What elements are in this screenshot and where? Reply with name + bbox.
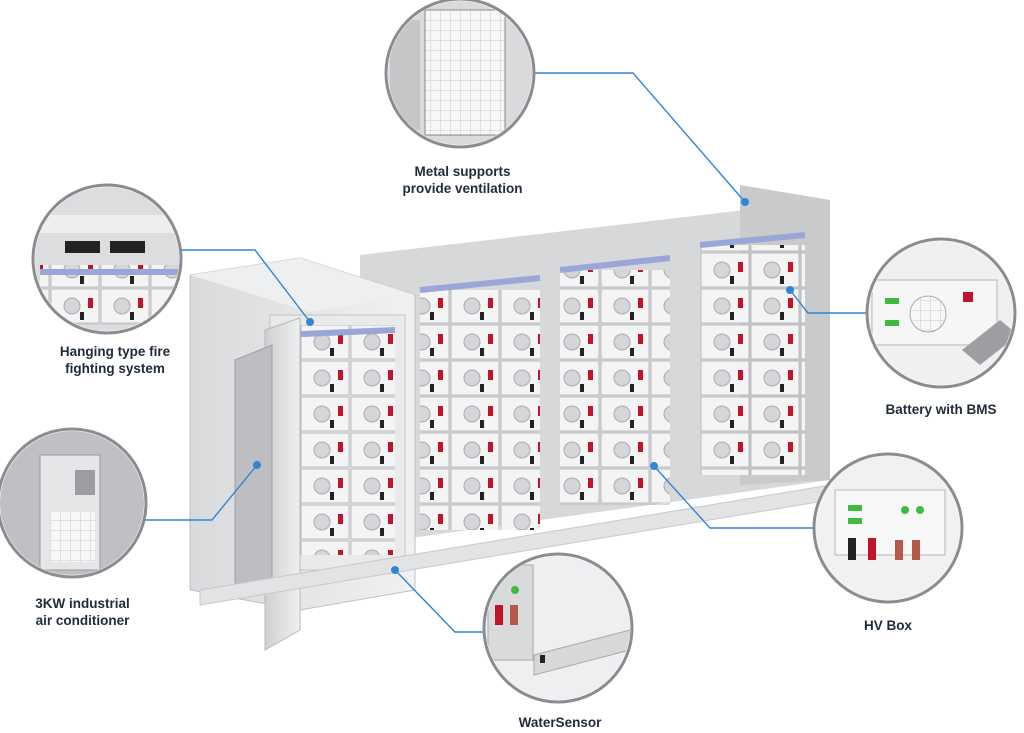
label-hv-box: HV Box (828, 617, 948, 634)
label-metal-supports-line1: Metal supports (414, 164, 511, 179)
callout-hv-box-image (812, 452, 964, 604)
leader-line-battery-bms (789, 289, 869, 314)
callout-battery-bms-image (865, 237, 1017, 389)
label-fire-fighting: Hanging type fire fighting system (30, 343, 200, 377)
leader-line-air-conditioner (144, 464, 258, 521)
callout-metal-supports-image (384, 0, 536, 149)
leader-line-water-sensor (394, 569, 486, 633)
cabinet-door (234, 317, 301, 651)
label-hv-box-line1: HV Box (863, 618, 912, 633)
label-water-sensor-line1: WaterSensor (518, 715, 602, 730)
callout-air-conditioner-image (0, 427, 148, 579)
label-fire-fighting-line1: Hanging type fire (59, 344, 171, 359)
callout-water-sensor-image (482, 552, 634, 704)
label-metal-supports-line2: provide ventilation (402, 181, 523, 196)
label-battery-bms: Battery with BMS (858, 401, 1024, 418)
label-air-conditioner-line1: 3KW industrial (35, 596, 130, 611)
label-battery-bms-line1: Battery with BMS (885, 402, 997, 417)
battery-cabinet-assembly (189, 185, 831, 651)
label-fire-fighting-line2: fighting system (65, 361, 165, 376)
leader-line-fire-fighting (179, 249, 311, 323)
front-cabinet (189, 257, 416, 611)
label-water-sensor: WaterSensor (490, 714, 630, 731)
callout-fire-fighting-image (31, 183, 183, 335)
leader-lines (144, 72, 869, 633)
leader-line-metal-supports (532, 72, 746, 203)
label-air-conditioner: 3KW industrial air conditioner (0, 595, 165, 629)
rear-battery-racks (360, 185, 830, 545)
label-metal-supports: Metal supports provide ventilation (380, 163, 545, 197)
label-air-conditioner-line2: air conditioner (35, 613, 130, 628)
leader-line-hv-box (653, 465, 816, 529)
